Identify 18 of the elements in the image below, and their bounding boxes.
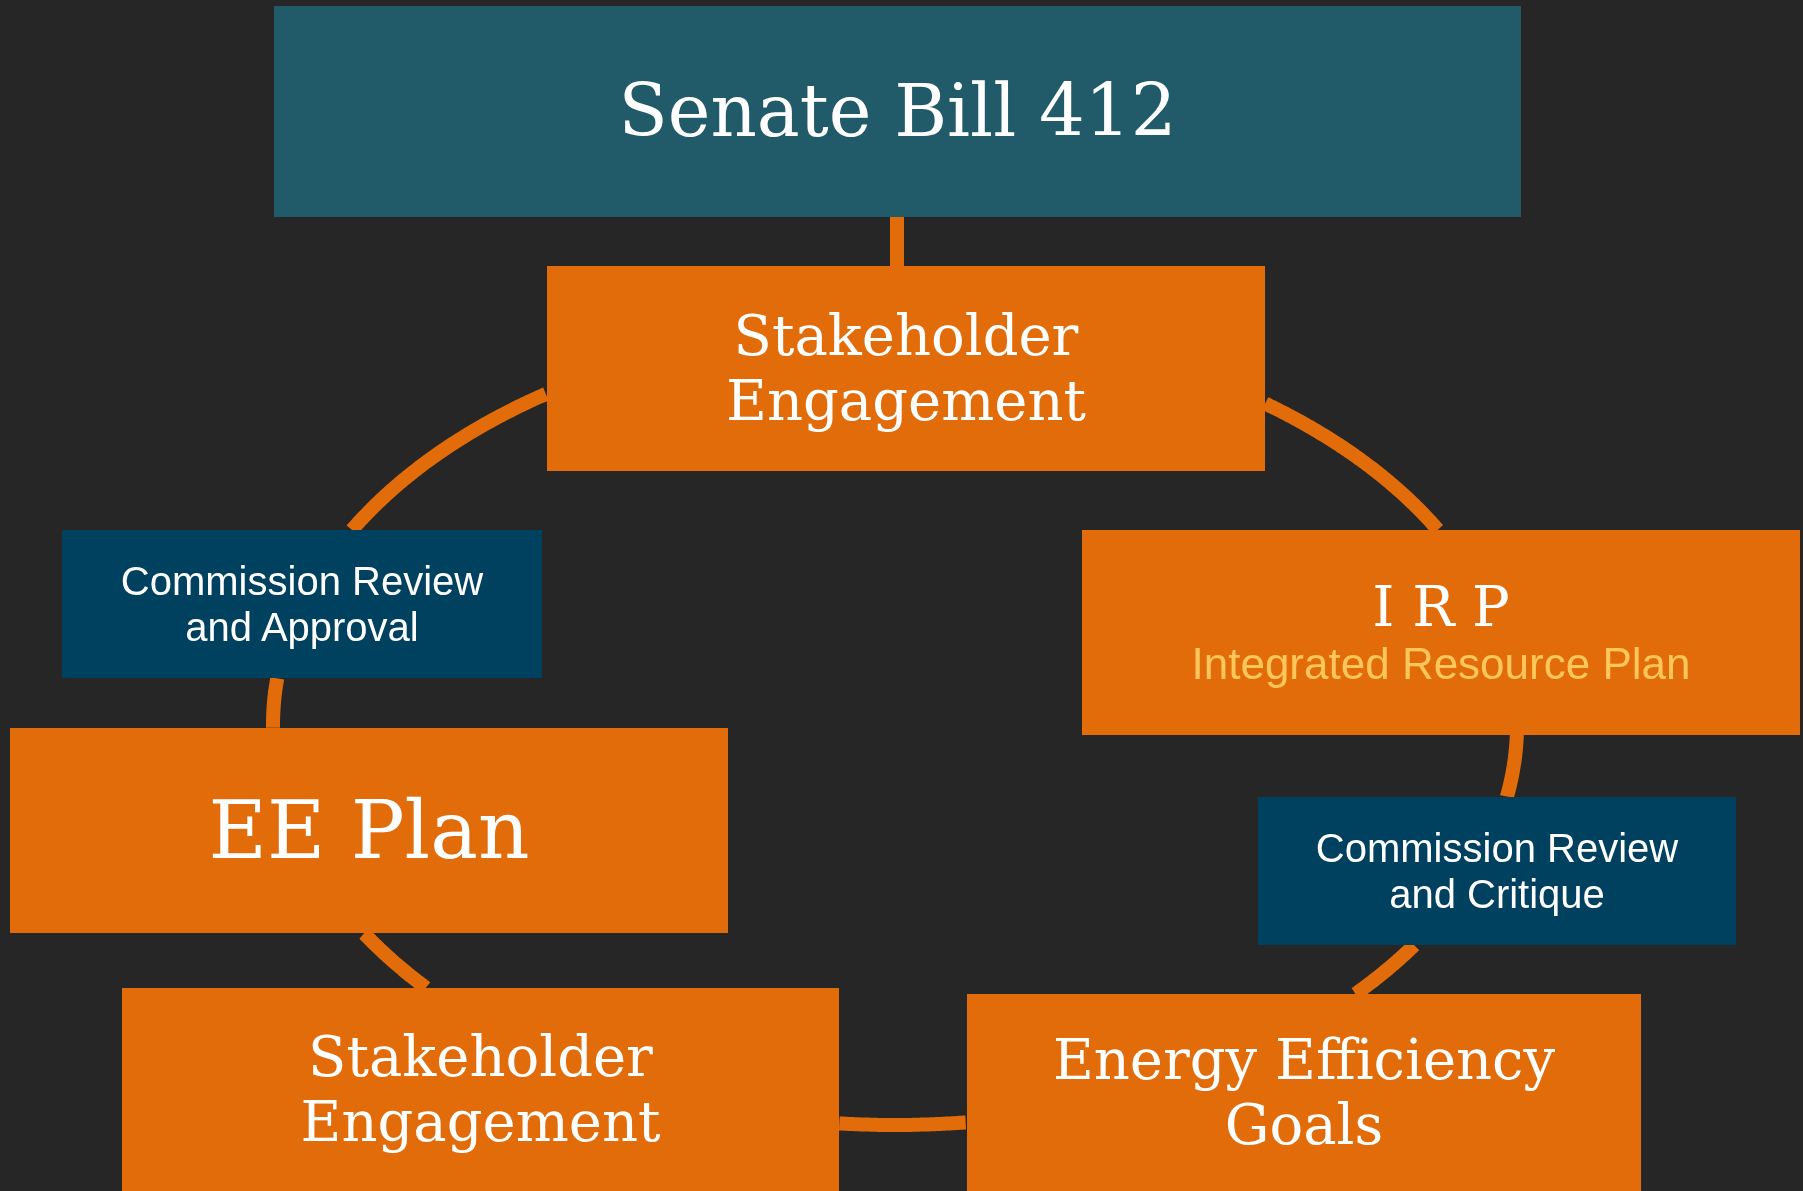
review-box [62, 530, 542, 678]
node-title: Senate Bill 412 [618, 70, 1177, 153]
node-title: Stakeholder Engagement [725, 304, 1087, 433]
process-box [122, 988, 839, 1191]
connector-line [890, 217, 904, 266]
node-title: I R P [1372, 575, 1510, 640]
process-box [10, 728, 728, 933]
node-title: Stakeholder Engagement [299, 1025, 662, 1154]
node-title: Commission Review and Critique [1314, 825, 1680, 917]
subtitle-text: Integrated Resource Plan [1191, 639, 1691, 690]
process-box [547, 266, 1265, 471]
process-box [1082, 530, 1800, 735]
node-title: EE Plan [208, 784, 530, 877]
review-box [1258, 797, 1736, 945]
node-title: Energy Efficiency Goals [1051, 1028, 1557, 1157]
process-box [967, 994, 1641, 1191]
node-title: Commission Review and Approval [119, 558, 485, 650]
process-box [274, 6, 1521, 217]
